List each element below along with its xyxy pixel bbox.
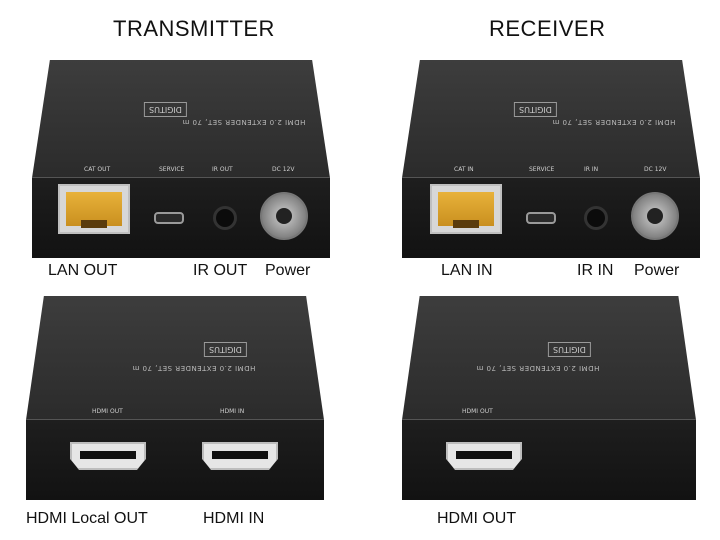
transmitter-heading: TRANSMITTER bbox=[113, 16, 275, 41]
transmitter-front-view: DIGITUS HDMI 2.0 EXTENDER SET, 70 m HDMI… bbox=[26, 296, 324, 500]
brand-logo: DIGITUS bbox=[514, 102, 557, 117]
hdmi-in-port bbox=[202, 442, 278, 470]
ir-jack bbox=[213, 206, 237, 230]
receiver-model-text: HDMI 2.0 EXTENDER SET, 70 m bbox=[552, 118, 676, 126]
lan-in-label: LAN IN bbox=[441, 262, 493, 279]
hdmi-out-label: HDMI OUT bbox=[437, 510, 517, 527]
service-port-label: SERVICE bbox=[529, 166, 555, 173]
power-connector bbox=[631, 192, 679, 240]
hdmi-in-label: HDMI IN bbox=[203, 510, 265, 527]
transmitter-model-text-front: HDMI 2.0 EXTENDER SET, 70 m bbox=[132, 364, 256, 372]
micro-usb-port bbox=[526, 212, 556, 224]
rj45-port bbox=[430, 184, 502, 234]
hdmi-local-out-port bbox=[70, 442, 146, 470]
ir-in-label: IR IN bbox=[577, 262, 614, 279]
brand-logo: DIGITUS bbox=[144, 102, 187, 117]
receiver-top-face-front: DIGITUS HDMI 2.0 EXTENDER SET, 70 m bbox=[402, 296, 696, 420]
ir-in-port-label: IR IN bbox=[584, 166, 599, 173]
receiver-rear-view: DIGITUS HDMI 2.0 EXTENDER SET, 70 m CAT … bbox=[402, 60, 700, 258]
lan-out-label: LAN OUT bbox=[48, 262, 118, 279]
receiver-front-panel: HDMI OUT bbox=[402, 408, 696, 500]
cat-out-port-label: CAT OUT bbox=[84, 166, 111, 173]
brand-logo: DIGITUS bbox=[204, 342, 247, 357]
transmitter-front-panel: HDMI OUT HDMI IN bbox=[26, 408, 324, 500]
hdmi-out-port-label: HDMI OUT bbox=[462, 408, 493, 415]
hdmi-local-out-label: HDMI Local OUT bbox=[26, 510, 148, 527]
dc-port-label: DC 12V bbox=[272, 166, 295, 173]
dc-port-label: DC 12V bbox=[644, 166, 667, 173]
brand-logo: DIGITUS bbox=[548, 342, 591, 357]
micro-usb-port bbox=[154, 212, 184, 224]
receiver-heading: RECEIVER bbox=[489, 16, 606, 41]
ir-jack bbox=[584, 206, 608, 230]
receiver-rear-panel: CAT IN SERVICE IR IN DC 12V bbox=[402, 166, 700, 258]
rx-power-label: Power bbox=[634, 262, 680, 279]
transmitter-model-text: HDMI 2.0 EXTENDER SET, 70 m bbox=[182, 118, 306, 126]
service-port-label: SERVICE bbox=[159, 166, 185, 173]
receiver-model-text-front: HDMI 2.0 EXTENDER SET, 70 m bbox=[476, 364, 600, 372]
receiver-front-view: DIGITUS HDMI 2.0 EXTENDER SET, 70 m HDMI… bbox=[402, 296, 696, 500]
rj45-port bbox=[58, 184, 130, 234]
hdmi-in-port-label: HDMI IN bbox=[220, 408, 245, 415]
ir-out-port-label: IR OUT bbox=[212, 166, 233, 173]
transmitter-rear-panel: CAT OUT SERVICE IR OUT DC 12V bbox=[32, 166, 330, 258]
ir-out-label: IR OUT bbox=[193, 262, 248, 279]
transmitter-top-face: DIGITUS HDMI 2.0 EXTENDER SET, 70 m bbox=[32, 60, 330, 178]
cat-in-port-label: CAT IN bbox=[454, 166, 474, 173]
transmitter-top-face-front: DIGITUS HDMI 2.0 EXTENDER SET, 70 m bbox=[26, 296, 324, 420]
receiver-top-face: DIGITUS HDMI 2.0 EXTENDER SET, 70 m bbox=[402, 60, 700, 178]
hdmi-out-port bbox=[446, 442, 522, 470]
power-connector bbox=[260, 192, 308, 240]
transmitter-rear-view: DIGITUS HDMI 2.0 EXTENDER SET, 70 m CAT … bbox=[32, 60, 330, 258]
tx-power-label: Power bbox=[265, 262, 311, 279]
hdmi-out-port-label: HDMI OUT bbox=[92, 408, 123, 415]
